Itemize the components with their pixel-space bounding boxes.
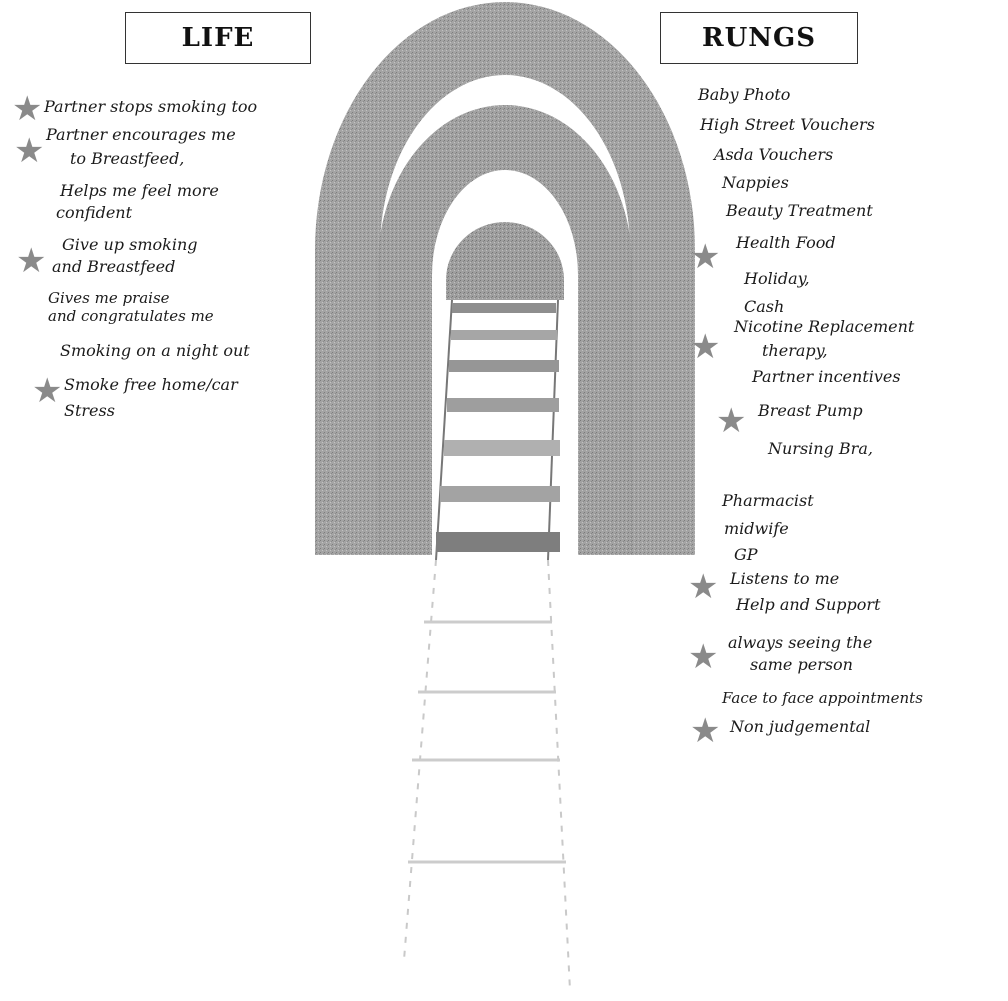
rungs-note-pharmacist: Pharmacist	[722, 491, 814, 510]
life-note-partner-stops-smoking: Partner stops smoking too	[44, 97, 258, 116]
life-note-praise-1: Gives me praise	[48, 289, 170, 307]
rungs-note-breast-pump: Breast Pump	[758, 401, 863, 420]
rungs-note-non-judgemental: Non judgemental	[730, 717, 871, 736]
life-note-smoke-free: Smoke free home/car	[64, 375, 238, 394]
star-icon: ★	[32, 371, 63, 411]
rungs-note-gp: GP	[734, 545, 758, 564]
ladder-rungs	[436, 303, 560, 552]
star-icon: ★	[716, 401, 747, 441]
rungs-note-asda: Asda Vouchers	[714, 145, 834, 164]
rungs-note-nrt-2: therapy,	[762, 341, 828, 360]
rungs-note-partner-incentives: Partner incentives	[752, 367, 901, 386]
life-note-night-out: Smoking on a night out	[60, 341, 250, 360]
rungs-note-health-food: Health Food	[736, 233, 836, 252]
faded-rungs	[408, 620, 566, 864]
star-icon: ★	[16, 241, 47, 281]
rungs-note-holiday: Holiday,	[744, 269, 810, 288]
star-icon: ★	[688, 567, 719, 607]
inner-arch	[446, 222, 564, 300]
rungs-note-midwife: midwife	[724, 519, 789, 538]
life-header: LIFE	[125, 12, 311, 64]
rungs-note-nrt-1: Nicotine Replacement	[734, 317, 915, 336]
life-note-helps-feel-1: Helps me feel more	[60, 181, 219, 200]
life-note-partner-encourages-2: to Breastfeed,	[70, 149, 185, 168]
life-note-praise-2: and congratulates me	[48, 307, 214, 325]
rungs-note-nursing-bra: Nursing Bra,	[768, 439, 873, 458]
star-icon: ★	[14, 131, 45, 171]
rungs-note-cash: Cash	[744, 297, 785, 316]
rungs-note-listens: Listens to me	[730, 569, 840, 588]
rungs-note-high-street: High Street Vouchers	[700, 115, 875, 134]
rungs-note-same-person-1: always seeing the	[728, 633, 873, 652]
star-icon: ★	[690, 327, 721, 367]
rungs-note-help-support: Help and Support	[736, 595, 881, 614]
rungs-note-beauty: Beauty Treatment	[726, 201, 873, 220]
rungs-note-nappies: Nappies	[722, 173, 789, 192]
middle-arch-ring	[378, 105, 632, 555]
rungs-note-baby-photo: Baby Photo	[698, 85, 791, 104]
life-note-give-up-2: and Breastfeed	[52, 257, 176, 276]
rungs-note-face-to-face: Face to face appointments	[722, 689, 923, 707]
star-icon: ★	[688, 637, 719, 677]
outer-arch-ring	[315, 2, 695, 555]
rungs-note-same-person-2: same person	[750, 655, 853, 674]
rungs-header: RUNGS	[660, 12, 858, 64]
life-note-partner-encourages-1: Partner encourages me	[46, 125, 236, 144]
life-note-stress: Stress	[64, 401, 115, 420]
star-icon: ★	[690, 237, 721, 277]
star-icon: ★	[12, 89, 43, 129]
life-note-give-up-1: Give up smoking	[62, 235, 198, 254]
star-icon: ★	[690, 711, 721, 751]
life-note-helps-feel-2: confident	[56, 203, 133, 222]
